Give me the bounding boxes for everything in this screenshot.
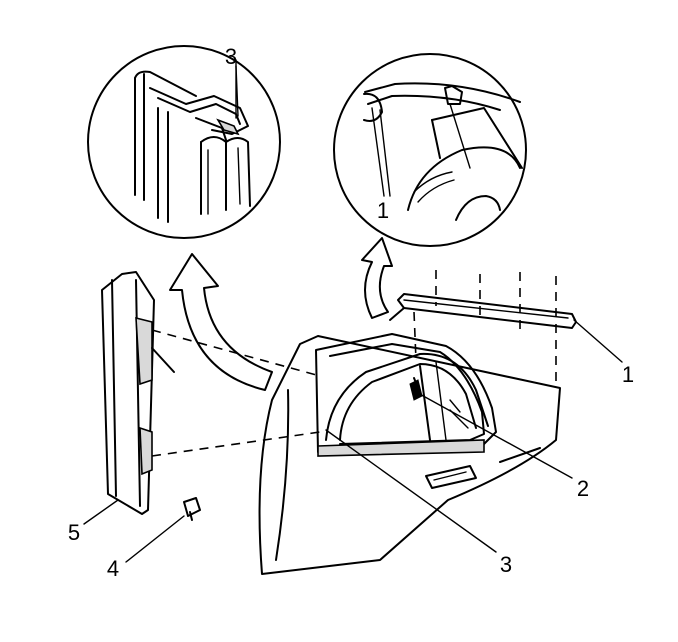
callout-1-right: 1	[622, 362, 634, 387]
upper-molding-part-1	[389, 270, 577, 386]
callout-1-top: 1	[377, 198, 389, 223]
rear-door	[258, 333, 561, 575]
leader-lines	[83, 65, 623, 563]
callout-3-top: 3	[225, 44, 237, 69]
callout-5: 5	[68, 520, 80, 545]
applique-part-5	[101, 271, 321, 515]
arrow-to-left-detail	[169, 253, 273, 391]
callout-3-bottom: 3	[500, 552, 512, 577]
right-detail-circle	[333, 53, 527, 247]
callout-2: 2	[577, 476, 589, 501]
arrow-to-right-detail	[361, 237, 393, 319]
callout-4: 4	[107, 556, 119, 581]
fastener-part-4	[183, 497, 201, 521]
left-detail-circle	[87, 45, 281, 239]
